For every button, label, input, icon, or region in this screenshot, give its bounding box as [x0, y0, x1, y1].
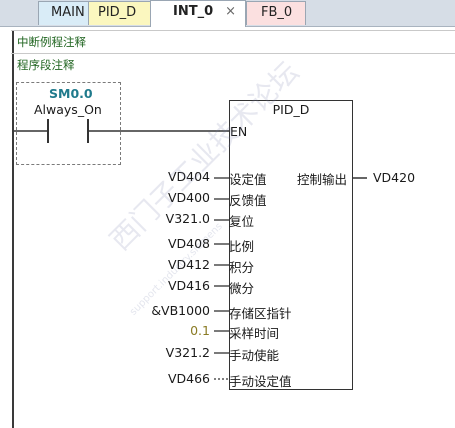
pin-label: 微分 — [229, 281, 255, 296]
pid-function-block[interactable] — [229, 100, 353, 390]
power-rail — [12, 30, 14, 428]
tab-pid-d[interactable]: PID_D — [88, 1, 152, 25]
pin-output-label: 控制输出 — [297, 172, 348, 187]
network-comment: 程序段注释 — [17, 58, 75, 72]
operand-value[interactable]: VD416 — [167, 278, 210, 293]
pin-label: 比例 — [229, 239, 255, 254]
contact-selection-box[interactable] — [16, 82, 121, 165]
pin-en: EN — [230, 124, 248, 139]
pin-label: 积分 — [229, 260, 255, 275]
contact-symbol: Always_On — [34, 102, 102, 117]
pin-label: 存储区指针 — [229, 306, 292, 321]
pin-label: 采样时间 — [229, 326, 280, 341]
tab-main-label: MAIN — [51, 5, 85, 20]
close-icon[interactable]: × — [225, 4, 236, 19]
tab-int-0[interactable]: INT_0 × — [150, 0, 246, 27]
operand-value[interactable]: VD408 — [167, 236, 210, 251]
pin-label: 反馈值 — [229, 193, 267, 208]
pin-label: 复位 — [229, 214, 255, 229]
operand-value[interactable]: &VB1000 — [151, 303, 210, 318]
input-stubs — [214, 177, 229, 380]
operand-value[interactable]: VD400 — [167, 190, 210, 205]
tab-fb-0-label: FB_0 — [261, 5, 293, 20]
operand-value[interactable]: V321.2 — [165, 345, 210, 360]
tab-int-0-label: INT_0 — [173, 4, 214, 19]
editor-tab-strip: MAIN PID_D INT_0 × FB_0 — [0, 0, 455, 27]
operand-value[interactable]: VD404 — [167, 169, 210, 184]
operand-value[interactable]: 0.1 — [190, 323, 210, 338]
tab-pid-d-label: PID_D — [98, 5, 137, 20]
operand-value[interactable]: VD466 — [167, 371, 210, 386]
operand-value[interactable]: V321.0 — [165, 211, 210, 226]
contact-address: SM0.0 — [49, 86, 93, 101]
network-comment-row[interactable]: 程序段注释 — [11, 53, 455, 75]
block-title: PID_D — [272, 102, 310, 117]
operand-value[interactable]: VD412 — [167, 257, 210, 272]
pin-label: 设定值 — [229, 172, 267, 187]
program-comment: 中断例程注释 — [17, 35, 86, 49]
tab-strip-edge — [0, 0, 38, 26]
program-comment-row[interactable]: 中断例程注释 — [11, 30, 455, 52]
pin-label: 手动使能 — [229, 348, 280, 363]
tab-fb-0[interactable]: FB_0 — [246, 1, 306, 25]
output-operand[interactable]: VD420 — [373, 170, 416, 185]
pin-label: 手动设定值 — [229, 374, 292, 389]
